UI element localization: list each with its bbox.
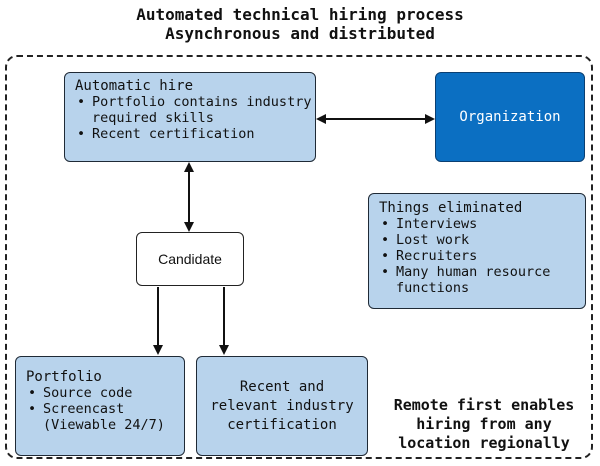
process-boundary bbox=[5, 55, 593, 459]
list-item: •Recruiters bbox=[381, 248, 478, 264]
list-item: •Many human resource functions bbox=[381, 264, 551, 296]
remote-first-note: Remote first enables hiring from any loc… bbox=[393, 396, 575, 452]
bullet-icon: • bbox=[77, 126, 86, 142]
candidate-box: Candidate bbox=[136, 232, 244, 286]
list-item: •Screencast (Viewable 24/7) bbox=[28, 401, 165, 433]
candidate-label: Candidate bbox=[158, 251, 222, 267]
bullet-icon: • bbox=[28, 385, 37, 401]
portfolio-box: Portfolio •Source code •Screencast (View… bbox=[15, 356, 185, 456]
certification-label: Recent and relevant industry certificati… bbox=[210, 378, 354, 433]
list-item: •Source code bbox=[28, 385, 133, 401]
list-item: •Portfolio contains industry required sk… bbox=[77, 94, 312, 126]
automatic-hire-box: Automatic hire •Portfolio contains indus… bbox=[64, 72, 316, 162]
bullet-icon: • bbox=[381, 248, 390, 264]
things-eliminated-heading: Things eliminated bbox=[379, 200, 523, 216]
bullet-icon: • bbox=[381, 216, 390, 232]
diagram-subtitle: Asynchronous and distributed bbox=[165, 24, 435, 43]
things-eliminated-list: •Interviews •Lost work •Recruiters •Many… bbox=[379, 216, 585, 296]
portfolio-heading: Portfolio bbox=[26, 369, 102, 385]
bullet-icon: • bbox=[381, 232, 390, 248]
diagram-title: Automated technical hiring process bbox=[136, 5, 464, 24]
certification-box: Recent and relevant industry certificati… bbox=[196, 356, 368, 456]
list-item: •Interviews bbox=[381, 216, 478, 232]
organization-box: Organization bbox=[435, 72, 585, 162]
organization-label: Organization bbox=[459, 109, 561, 125]
automatic-hire-list: •Portfolio contains industry required sk… bbox=[75, 94, 315, 142]
things-eliminated-box: Things eliminated •Interviews •Lost work… bbox=[368, 193, 586, 309]
bullet-icon: • bbox=[28, 401, 37, 417]
bullet-icon: • bbox=[381, 264, 390, 280]
portfolio-list: •Source code •Screencast (Viewable 24/7) bbox=[26, 385, 184, 433]
list-item: •Lost work bbox=[381, 232, 470, 248]
automatic-hire-heading: Automatic hire bbox=[75, 78, 194, 94]
bullet-icon: • bbox=[77, 94, 86, 110]
list-item: •Recent certification bbox=[77, 126, 255, 142]
